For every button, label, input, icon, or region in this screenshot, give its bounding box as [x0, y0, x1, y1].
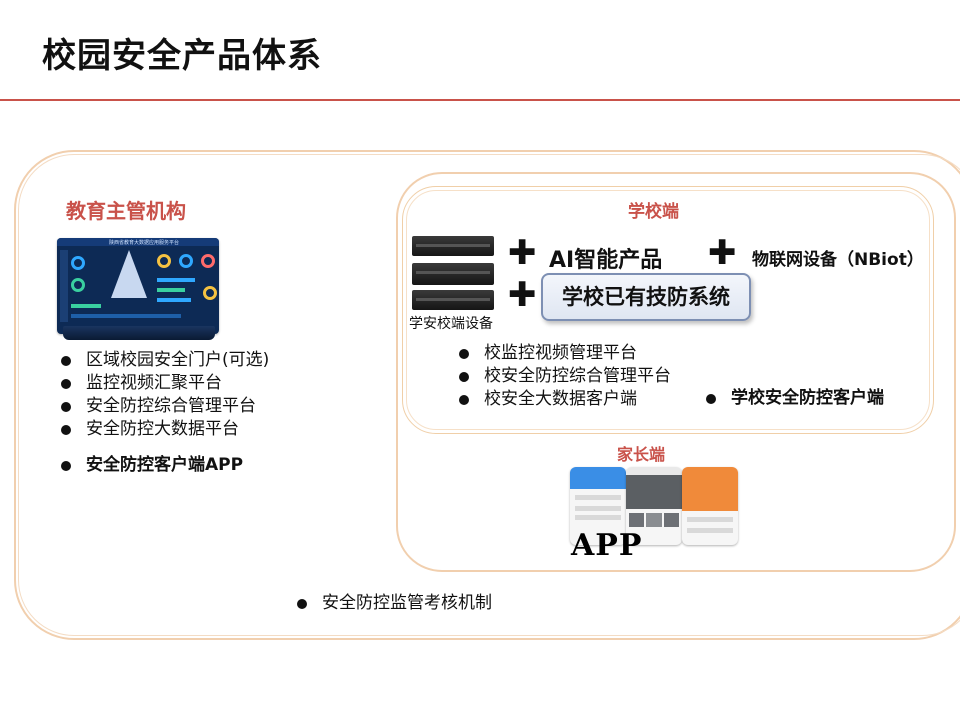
list-item: 校安全大数据客户端 [456, 388, 671, 411]
edge-device-icon [412, 236, 494, 256]
map-graphic [111, 250, 147, 298]
existing-system-box: 学校已有技防系统 [541, 273, 751, 321]
outer-frame-inner-line [18, 154, 960, 636]
education-list: 区域校园安全门户(可选) 监控视频汇聚平台 安全防控综合管理平台 安全防控大数据… [58, 349, 269, 441]
edge-device-icon [412, 263, 494, 285]
list-item: 区域校园安全门户(可选) [58, 349, 269, 372]
phone-screenshot [682, 467, 738, 545]
phone-screenshot [570, 467, 626, 545]
page-title: 校园安全产品体系 [42, 36, 322, 76]
dashboard-title: 陕西省教育大数据应用服务平台 [109, 240, 180, 246]
school-list: 校监控视频管理平台 校安全防控综合管理平台 校安全大数据客户端 [456, 342, 671, 411]
education-heading: 教育主管机构 [66, 199, 186, 223]
ai-products-label: AI智能产品 [549, 248, 663, 273]
list-item: 安全防控大数据平台 [58, 418, 269, 441]
list-item: 学校安全防控客户端 [703, 387, 884, 410]
plus-icon: ✚ [508, 275, 537, 315]
phone-screenshot [626, 467, 682, 545]
device-label: 学安校端设备 [409, 316, 493, 332]
iot-devices-label: 物联网设备（NBiot） [752, 250, 924, 270]
list-item: 校安全防控综合管理平台 [456, 365, 671, 388]
list-item: 安全防控综合管理平台 [58, 395, 269, 418]
parent-heading: 家长端 [617, 445, 666, 464]
plus-icon: ✚ [508, 233, 537, 273]
school-client-item: 学校安全防控客户端 [703, 387, 884, 410]
school-frame-inner-line [406, 190, 930, 430]
app-label: APP [571, 528, 643, 563]
school-parent-frame [396, 172, 956, 572]
list-item: 安全防控监管考核机制 [294, 592, 492, 615]
outer-frame [14, 150, 960, 640]
edge-device-icon [412, 290, 494, 310]
list-item: 校监控视频管理平台 [456, 342, 671, 365]
list-item: 监控视频汇聚平台 [58, 372, 269, 395]
title-divider [0, 99, 960, 101]
list-item: 安全防控客户端APP [58, 454, 243, 477]
school-frame [402, 186, 934, 434]
dashboard-screenshot: 陕西省教育大数据应用服务平台 [57, 238, 219, 334]
plus-icon: ✚ [708, 233, 737, 273]
bottom-item: 安全防控监管考核机制 [294, 592, 492, 615]
monitor-stand [63, 326, 215, 340]
school-heading: 学校端 [628, 202, 679, 222]
education-app-item: 安全防控客户端APP [58, 454, 243, 477]
